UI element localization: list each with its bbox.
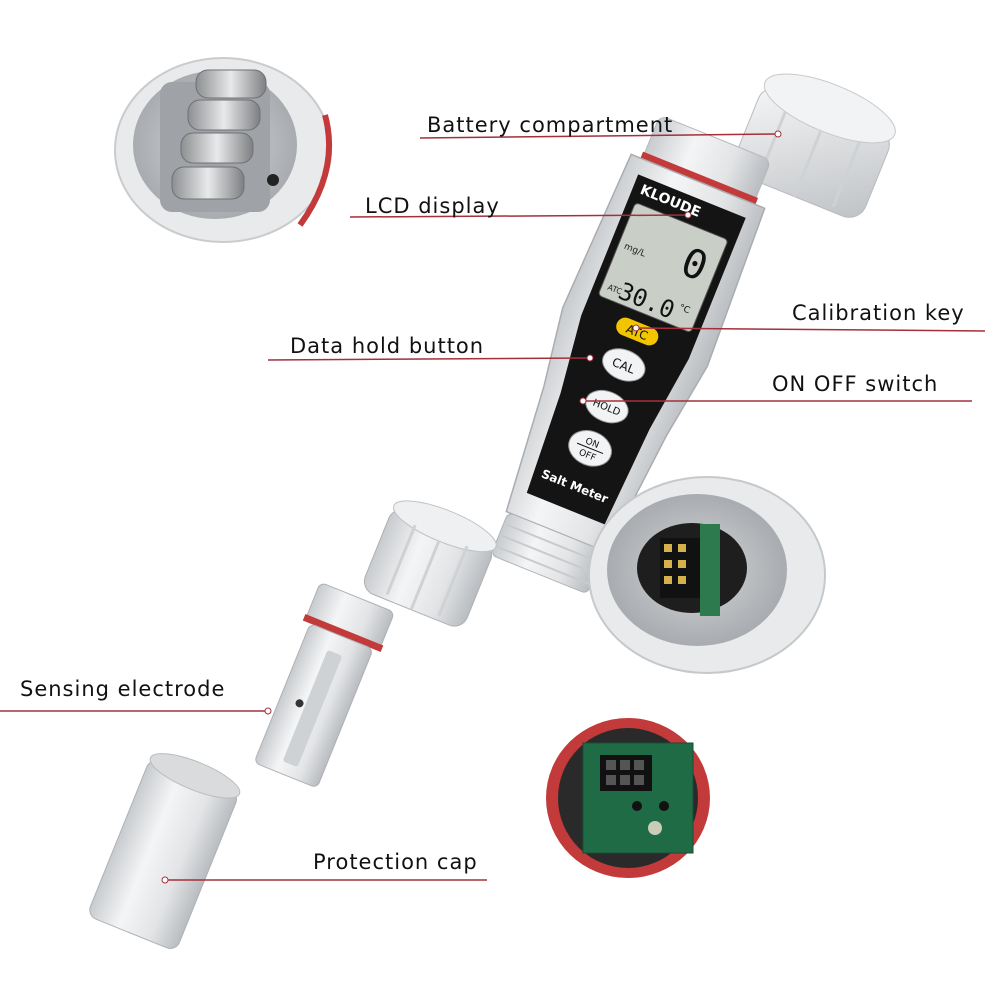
connector-collar [363,500,497,627]
top-gasket [640,151,759,206]
atc-badge [616,317,659,346]
leader-dots [161,130,782,884]
leader-battery [419,133,779,139]
battery-cell [180,132,254,164]
label-data-hold-button: Data hold button [290,334,485,358]
label-on-off-switch: ON OFF switch [772,372,939,396]
cal-button[interactable]: CAL [598,343,650,387]
label-lcd-display: LCD display [365,194,500,218]
battery-cell [187,99,261,131]
pcb-inset [546,718,710,878]
lcd-temperature-unit: °C [677,303,691,316]
label-sensing-electrode: Sensing electrode [20,677,226,701]
hold-button[interactable]: HOLD [581,384,633,428]
meter-body: KLOUDE mg/L 0 ATC 30.0 °C ATC CAL HOLD O… [492,73,896,593]
sensing-electrode [255,583,394,787]
protection-cap [89,753,241,949]
label-protection-cap: Protection cap [313,850,478,874]
leader-lcd [349,214,689,218]
socket-inset [588,476,826,674]
battery-cell [171,166,245,200]
socket-pcb [700,524,720,616]
battery-stack [171,69,267,200]
leader-calibration [635,327,986,332]
electrode-gasket [302,613,384,652]
battery-compartment-inset [114,57,333,243]
lcd-screen [598,203,728,332]
label-battery-compartment: Battery compartment [427,113,674,137]
top-cap [734,73,896,218]
battery-cell [195,69,267,99]
onoff-button[interactable]: ON OFF [563,424,617,472]
leader-hold [267,357,591,361]
leader-lines [0,133,986,881]
battery-gasket [297,114,333,227]
label-calibration-key: Calibration key [792,301,965,325]
